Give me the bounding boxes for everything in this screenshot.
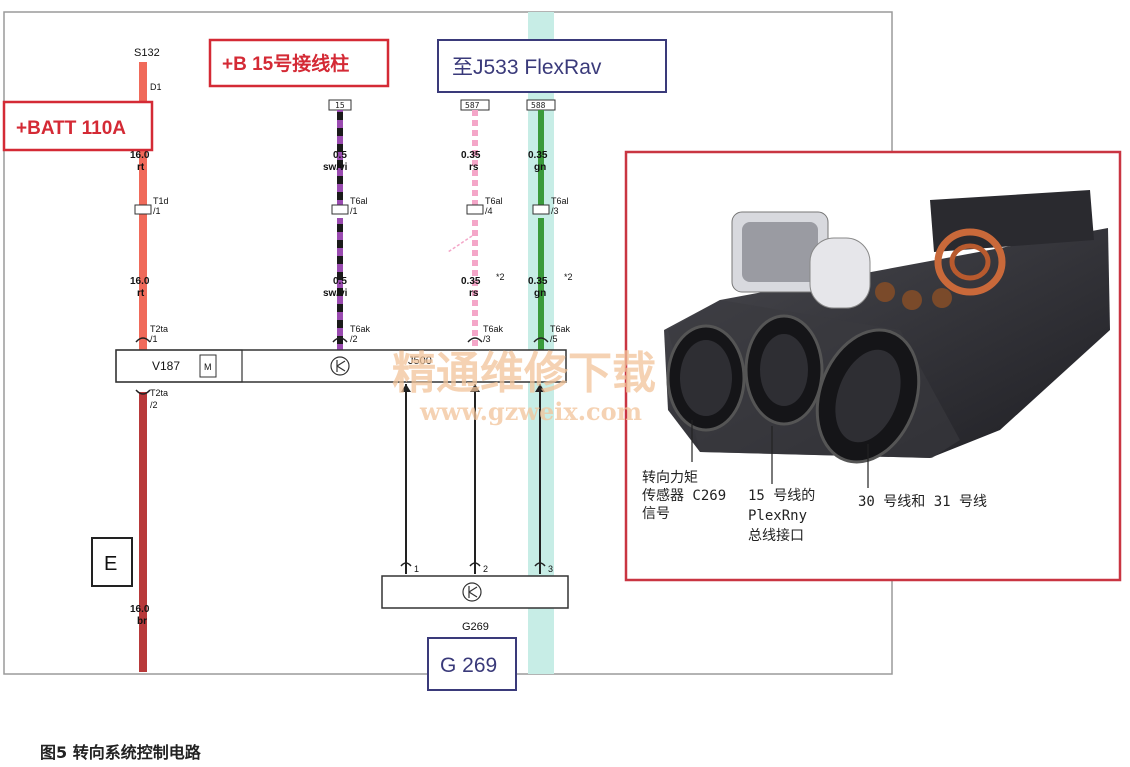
w3-mid-color: rs [469, 288, 479, 299]
wire3-terminal-label: 587 [465, 101, 480, 110]
svg-text:T6al: T6al [350, 196, 368, 206]
g-pin-1: 1 [414, 564, 419, 574]
w4-mid-gauge: 0.35 [528, 276, 548, 287]
connector-t6ak-b: T6ak /3 [467, 324, 504, 344]
splice-pin: D1 [150, 82, 162, 92]
g269-label: G269 [462, 621, 489, 633]
w1-top-color: rt [137, 162, 145, 173]
wire-brown-ground [139, 392, 147, 672]
watermark-url: www.gzweix.com [419, 397, 642, 426]
batt-label: +BATT 110A [16, 118, 126, 139]
w2-top-color: sw/vi [323, 162, 348, 173]
g-pin-3: 3 [548, 564, 553, 574]
wire-sw-vi-lower [337, 218, 343, 350]
connector-t6ak-a: T6ak /2 [332, 324, 371, 344]
w4-top-gauge: 0.35 [528, 150, 548, 161]
connector-t6al-c: T6al /3 [532, 196, 569, 216]
callout-flexray-line-1: 15 号线的 [748, 488, 815, 504]
svg-text:T2ta: T2ta [150, 388, 168, 398]
g269-callout-label: G 269 [440, 654, 497, 677]
svg-text:T1d: T1d [153, 196, 169, 206]
connector-housing-photo [666, 314, 921, 464]
callout-flexray-line-3: 总线接口 [748, 527, 804, 544]
callout-flexray-line-2: PlexRny [748, 508, 807, 524]
wire-gn-lower [538, 218, 544, 350]
j533-label-box [437, 39, 667, 93]
w4-note: *2 [564, 272, 573, 282]
connector-t2ta-bottom: T2ta /2 [135, 388, 168, 410]
g-pin-2: 2 [483, 564, 488, 574]
wire-gn-upper [538, 110, 544, 210]
motor-symbol [199, 354, 217, 378]
connector-t6al-b: T6al /4 [466, 196, 503, 216]
wire-sw-vi-upper [337, 110, 343, 210]
svg-text:/1: /1 [350, 206, 358, 216]
w3-top-gauge: 0.35 [461, 150, 481, 161]
svg-text:/1: /1 [150, 334, 158, 344]
svg-text:T2ta: T2ta [150, 324, 168, 334]
wire2-terminal-label: 15 [335, 101, 345, 110]
batt-label-box [2, 100, 154, 152]
v187-label: V187 [152, 359, 180, 373]
connector-t6al-a: T6al /1 [331, 196, 368, 216]
wire-rs-upper [472, 110, 478, 210]
w2-top-gauge: 0.5 [333, 150, 347, 161]
splice-label: S132 [134, 47, 160, 59]
svg-text:/3: /3 [483, 334, 491, 344]
svg-text:/3: /3 [551, 206, 559, 216]
wire4-terminal-label: 588 [531, 101, 546, 110]
svg-text:T6al: T6al [485, 196, 503, 206]
w3-top-color: rs [469, 162, 479, 173]
w3-note: *2 [496, 272, 505, 282]
j533-label: 至J533 FlexRav [452, 56, 602, 79]
e-label: E [104, 553, 117, 575]
g269-callout-box [427, 637, 517, 691]
sensor-transistor-icon [462, 582, 482, 602]
w1-bot-gauge: 16.0 [130, 604, 150, 615]
callout-torque-line-3: 信号 [642, 506, 670, 522]
svg-text:T6ak: T6ak [350, 324, 371, 334]
svg-text:/1: /1 [153, 206, 161, 216]
plus-b-label-box [208, 38, 390, 88]
svg-text:T6al: T6al [551, 196, 569, 206]
j500-label: J500 [408, 355, 432, 367]
connector-t1d: T1d /1 [134, 196, 169, 216]
callout-torque-line-1: 转向力矩 [642, 470, 698, 486]
wire-rs-branch [447, 235, 473, 253]
w1-bot-color: br [137, 616, 147, 627]
motor-m-label: M [204, 362, 212, 372]
motor-v187-sub-box [115, 349, 243, 383]
steering-control-unit-photo [664, 164, 1110, 464]
signal-wires [400, 384, 546, 574]
w2-mid-color: sw/vi [323, 288, 348, 299]
plus-b-label: +B 15号接线柱 [222, 52, 349, 75]
svg-text:/2: /2 [150, 400, 158, 410]
svg-text:T6ak: T6ak [550, 324, 571, 334]
svg-text:/2: /2 [350, 334, 358, 344]
figure-caption: 图5 转向系统控制电路 [40, 743, 202, 762]
connector-t2ta-top: T2ta /1 [135, 324, 168, 344]
e-label-box [91, 537, 133, 587]
transistor-icon [330, 356, 350, 376]
callout-power-lines: 30 号线和 31 号线 [858, 494, 987, 510]
wire-rs-lower [472, 220, 478, 350]
w2-mid-gauge: 0.5 [333, 276, 347, 287]
w1-mid-gauge: 16.0 [130, 276, 150, 287]
svg-text:/5: /5 [550, 334, 558, 344]
svg-text:/4: /4 [485, 206, 493, 216]
svg-text:T6ak: T6ak [483, 324, 504, 334]
w4-mid-color: gn [534, 288, 546, 299]
watermark-cn: 精通维修下载 [392, 348, 656, 399]
callout-torque-line-2: 传感器 C269 [642, 487, 726, 504]
w1-mid-color: rt [137, 288, 145, 299]
w3-mid-gauge: 0.35 [461, 276, 481, 287]
w1-top-gauge: 16.0 [130, 150, 150, 161]
w4-top-color: gn [534, 162, 546, 173]
connector-t6ak-c: T6ak /5 [533, 324, 571, 344]
